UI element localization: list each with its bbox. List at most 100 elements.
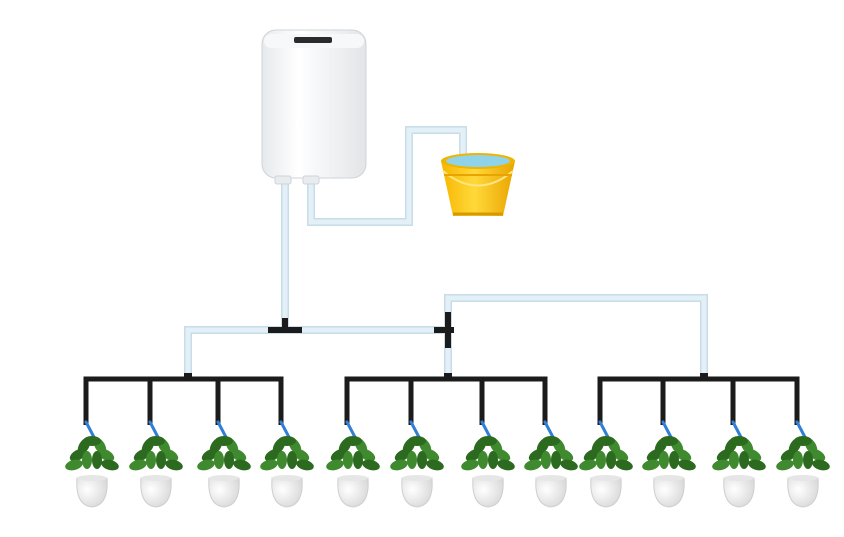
plant-pot [401,477,433,508]
leaf [659,451,669,469]
leaf [214,451,224,469]
pot-rim [724,475,754,481]
feed-tube-left [184,326,285,376]
plant-pot [723,477,755,508]
pot-rim [272,475,302,481]
leaf [326,459,344,471]
water-surface [446,155,510,167]
leaf [794,436,812,446]
leaf [478,451,488,469]
plant-pot [535,477,567,508]
plant-pot [337,477,369,508]
plant-pot [653,477,685,508]
leaf [417,451,427,469]
tee-connectors [268,312,454,348]
manifold-tee [184,373,192,381]
potted-plant-icon [326,436,380,508]
manifold-bar [344,376,548,425]
leaf [597,436,615,446]
manifold-tee [700,373,708,381]
leaf [615,459,633,471]
leaf [92,451,102,469]
leaf [156,451,166,469]
potted-plant-icon [197,436,251,508]
plant-pot [76,477,108,508]
pot-rim [536,475,566,481]
potted-plant-icon [524,436,578,508]
leaf [353,451,363,469]
leaf [596,451,606,469]
leaf [343,451,353,469]
leaf [739,451,749,469]
leaf [669,451,679,469]
leaf [748,459,766,471]
leaf [215,436,233,446]
controller-display [294,37,332,43]
leaf [497,459,515,471]
leaf [606,451,616,469]
leaf [408,436,426,446]
leaf [233,459,251,471]
potted-plant-icon [461,436,515,508]
manifold-bar [597,376,800,425]
leaf [488,451,498,469]
leaf [793,451,803,469]
potted-plant-icon [776,436,830,508]
water-bucket-icon [441,153,515,216]
pot-rim [338,475,368,481]
plant-pot [787,477,819,508]
pot-rim [209,475,239,481]
manifold-group [597,373,809,443]
leaf [712,459,730,471]
leaf [729,451,739,469]
leaf [147,436,165,446]
potted-plant-icon [642,436,696,508]
plant-pot [208,477,240,508]
plant-pot [140,477,172,508]
potted-plant-icon [712,436,766,508]
leaf [479,436,497,446]
leaf [197,459,215,471]
plant-pot [472,477,504,508]
plant-pot [271,477,303,508]
leaf [344,436,362,446]
leaf [541,451,551,469]
manifold-tee [444,373,452,381]
leaf [560,459,578,471]
pot-rim [402,475,432,481]
leaf [296,459,314,471]
leaf [642,459,660,471]
leaf [101,459,119,471]
leaf [407,451,417,469]
leaf [461,459,479,471]
manifolds [83,373,809,443]
pot-rim [141,475,171,481]
leaf [551,451,561,469]
feed-tube-center [285,326,452,376]
leaf [146,451,156,469]
leaf [426,459,444,471]
leaf [730,436,748,446]
leaf [660,436,678,446]
leaf [65,459,83,471]
leaf [390,459,408,471]
pot-rim [591,475,621,481]
leaf [524,459,542,471]
leaf [803,451,813,469]
pump-controller-icon [261,29,367,185]
potted-plant-icon [260,436,314,508]
pot-rim [788,475,818,481]
plants [65,436,830,508]
leaf [542,436,560,446]
leaf [579,459,597,471]
leaf [776,459,794,471]
feed-tube-right [444,294,708,376]
plant-pot [590,477,622,508]
feed-tubes [184,126,708,376]
leaf [277,451,287,469]
manifold-group [83,373,293,443]
potted-plant-icon [390,436,444,508]
leaf [260,459,278,471]
potted-plant-icon [129,436,183,508]
